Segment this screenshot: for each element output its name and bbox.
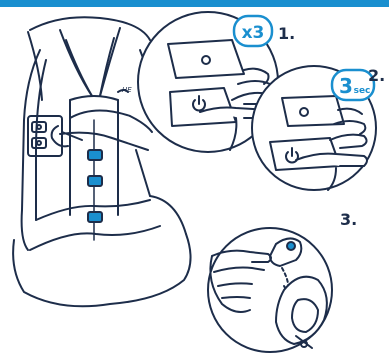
circle-button-icon — [299, 107, 309, 117]
step-2-circle — [251, 65, 377, 191]
step-3-label: 3. — [340, 210, 358, 229]
badge-3sec-unit: sec — [354, 86, 371, 96]
badge-x3-text: x3 — [242, 23, 265, 43]
vest-brand-mark: HE — [122, 86, 132, 94]
top-accent-bar — [0, 0, 389, 7]
badge-3sec-value: 3 — [339, 74, 353, 98]
badge-3sec — [330, 68, 376, 102]
vest-buckles — [87, 149, 103, 223]
airbag-vest — [12, 16, 192, 308]
circle-button-icon — [201, 55, 211, 65]
step-1-label: 1. — [278, 24, 296, 43]
indicator-light-icon — [286, 241, 296, 251]
arm-to-vest — [50, 109, 153, 151]
power-icon — [285, 147, 299, 164]
step-3-circle — [207, 227, 333, 353]
power-icon — [192, 95, 206, 112]
badge-x3 — [232, 14, 274, 48]
step-2-label: 2. — [368, 66, 386, 85]
